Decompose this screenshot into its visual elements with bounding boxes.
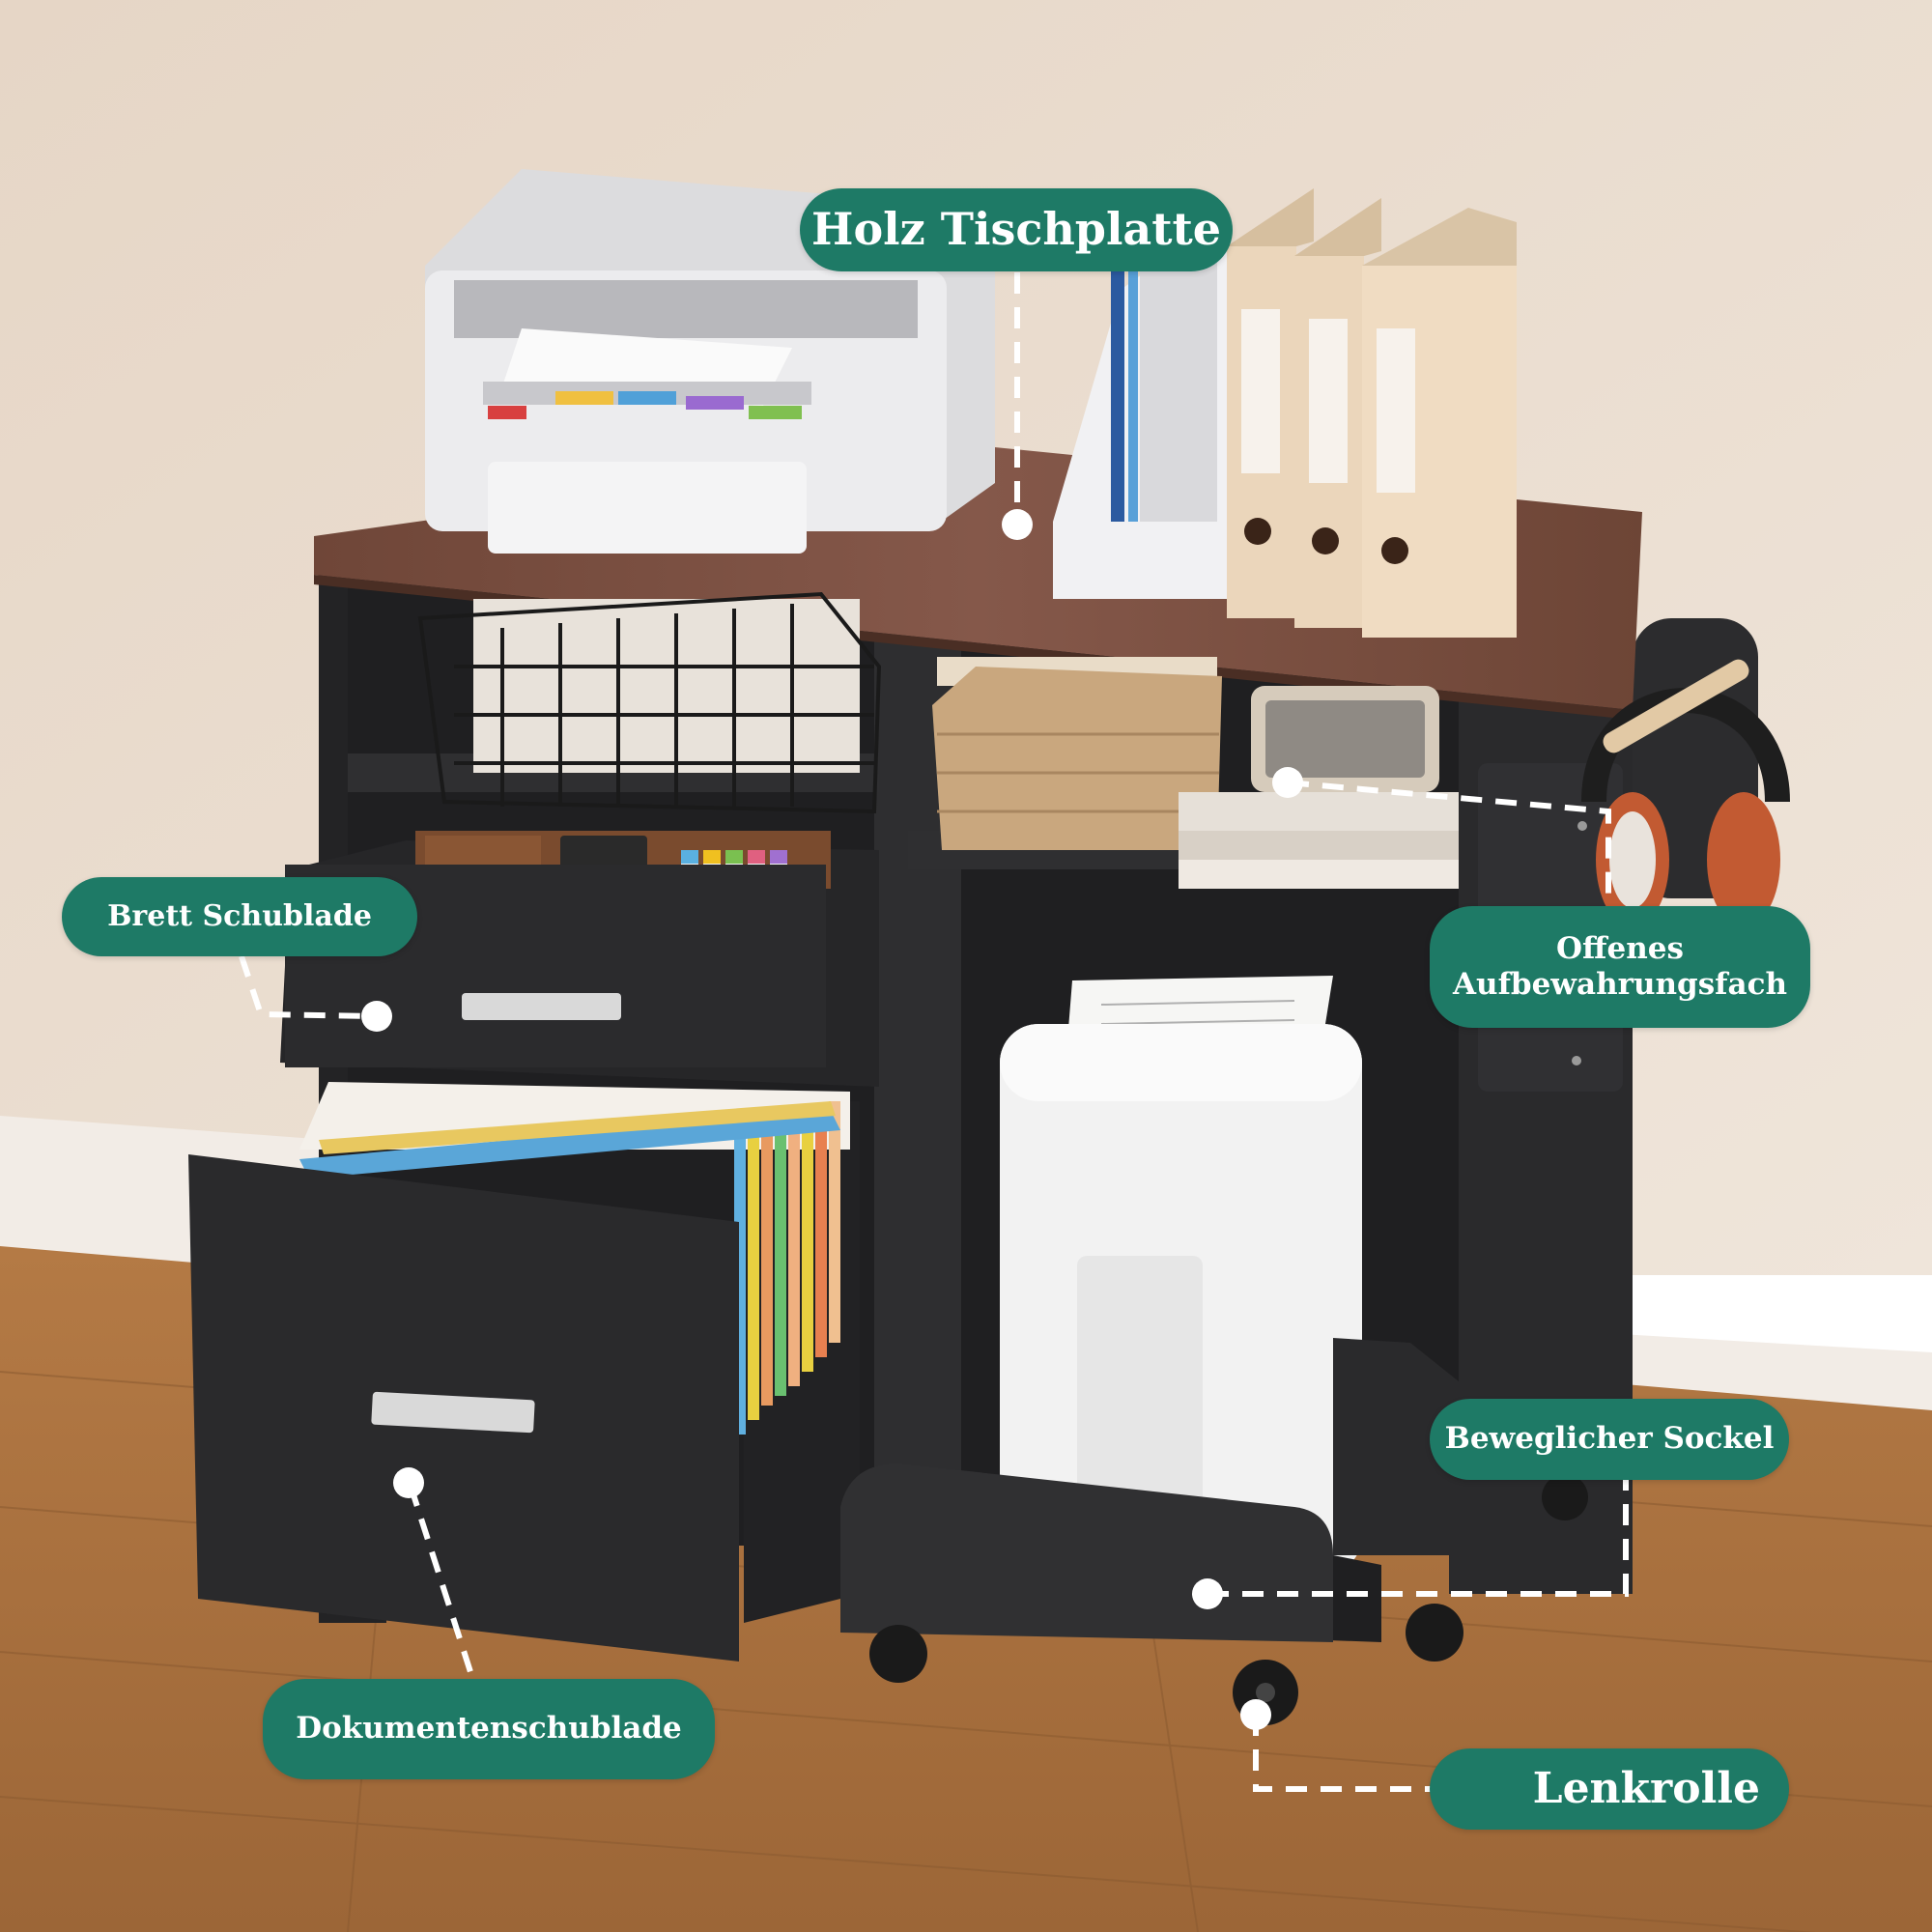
label-movable-base: Beweglicher Sockel xyxy=(1430,1399,1789,1480)
hanging-file-folders xyxy=(299,1082,850,1435)
tray-drawer-handle xyxy=(462,993,621,1020)
callout-line-caster xyxy=(1253,1715,1435,1792)
callout-dot-caster xyxy=(1240,1699,1271,1730)
callout-dot-tray-drawer xyxy=(361,1001,392,1032)
label-tabletop: Holz Tischplatte xyxy=(800,188,1233,271)
callout-line-movable-base xyxy=(1208,1480,1629,1597)
callout-line-open-storage xyxy=(1287,780,1611,913)
label-movable-base-text: Beweglicher Sockel xyxy=(1444,1421,1775,1457)
callout-line-tray-drawer xyxy=(239,955,378,1019)
label-open-storage-line1: Offenes xyxy=(1556,930,1684,966)
wire-basket xyxy=(417,591,882,814)
label-document-drawer-text: Dokumentenschublade xyxy=(296,1711,682,1747)
headphones xyxy=(1581,659,1790,927)
label-open-storage: Offenes Aufbewahrungsfach xyxy=(1430,906,1810,1028)
callout-dot-document-drawer xyxy=(393,1467,424,1498)
label-open-storage-line2: Aufbewahrungsfach xyxy=(1452,967,1787,1002)
callout-dot-tabletop xyxy=(1002,509,1033,540)
label-tray-drawer: Brett Schublade xyxy=(62,877,417,956)
callout-dot-movable-base xyxy=(1192,1578,1223,1609)
magazine-holder xyxy=(1053,213,1227,599)
callout-dots xyxy=(361,509,1303,1730)
paper-shredder xyxy=(1000,976,1362,1575)
label-caster-text: Lenkrolle xyxy=(1532,1763,1760,1813)
label-tray-drawer-text: Brett Schublade xyxy=(107,899,372,933)
document-drawer xyxy=(188,1082,860,1662)
label-caster: Lenkrolle xyxy=(1430,1748,1789,1830)
books xyxy=(1179,792,1459,889)
callout-lines xyxy=(239,272,1629,1792)
binders xyxy=(1227,188,1517,638)
tray-drawer xyxy=(280,831,879,1087)
label-tabletop-text: Holz Tischplatte xyxy=(810,203,1222,256)
callout-dot-open-storage xyxy=(1272,767,1303,798)
wicker-basket xyxy=(932,657,1222,850)
speaker xyxy=(1251,686,1439,792)
label-document-drawer: Dokumentenschublade xyxy=(263,1679,715,1779)
document-drawer-handle xyxy=(371,1391,535,1434)
